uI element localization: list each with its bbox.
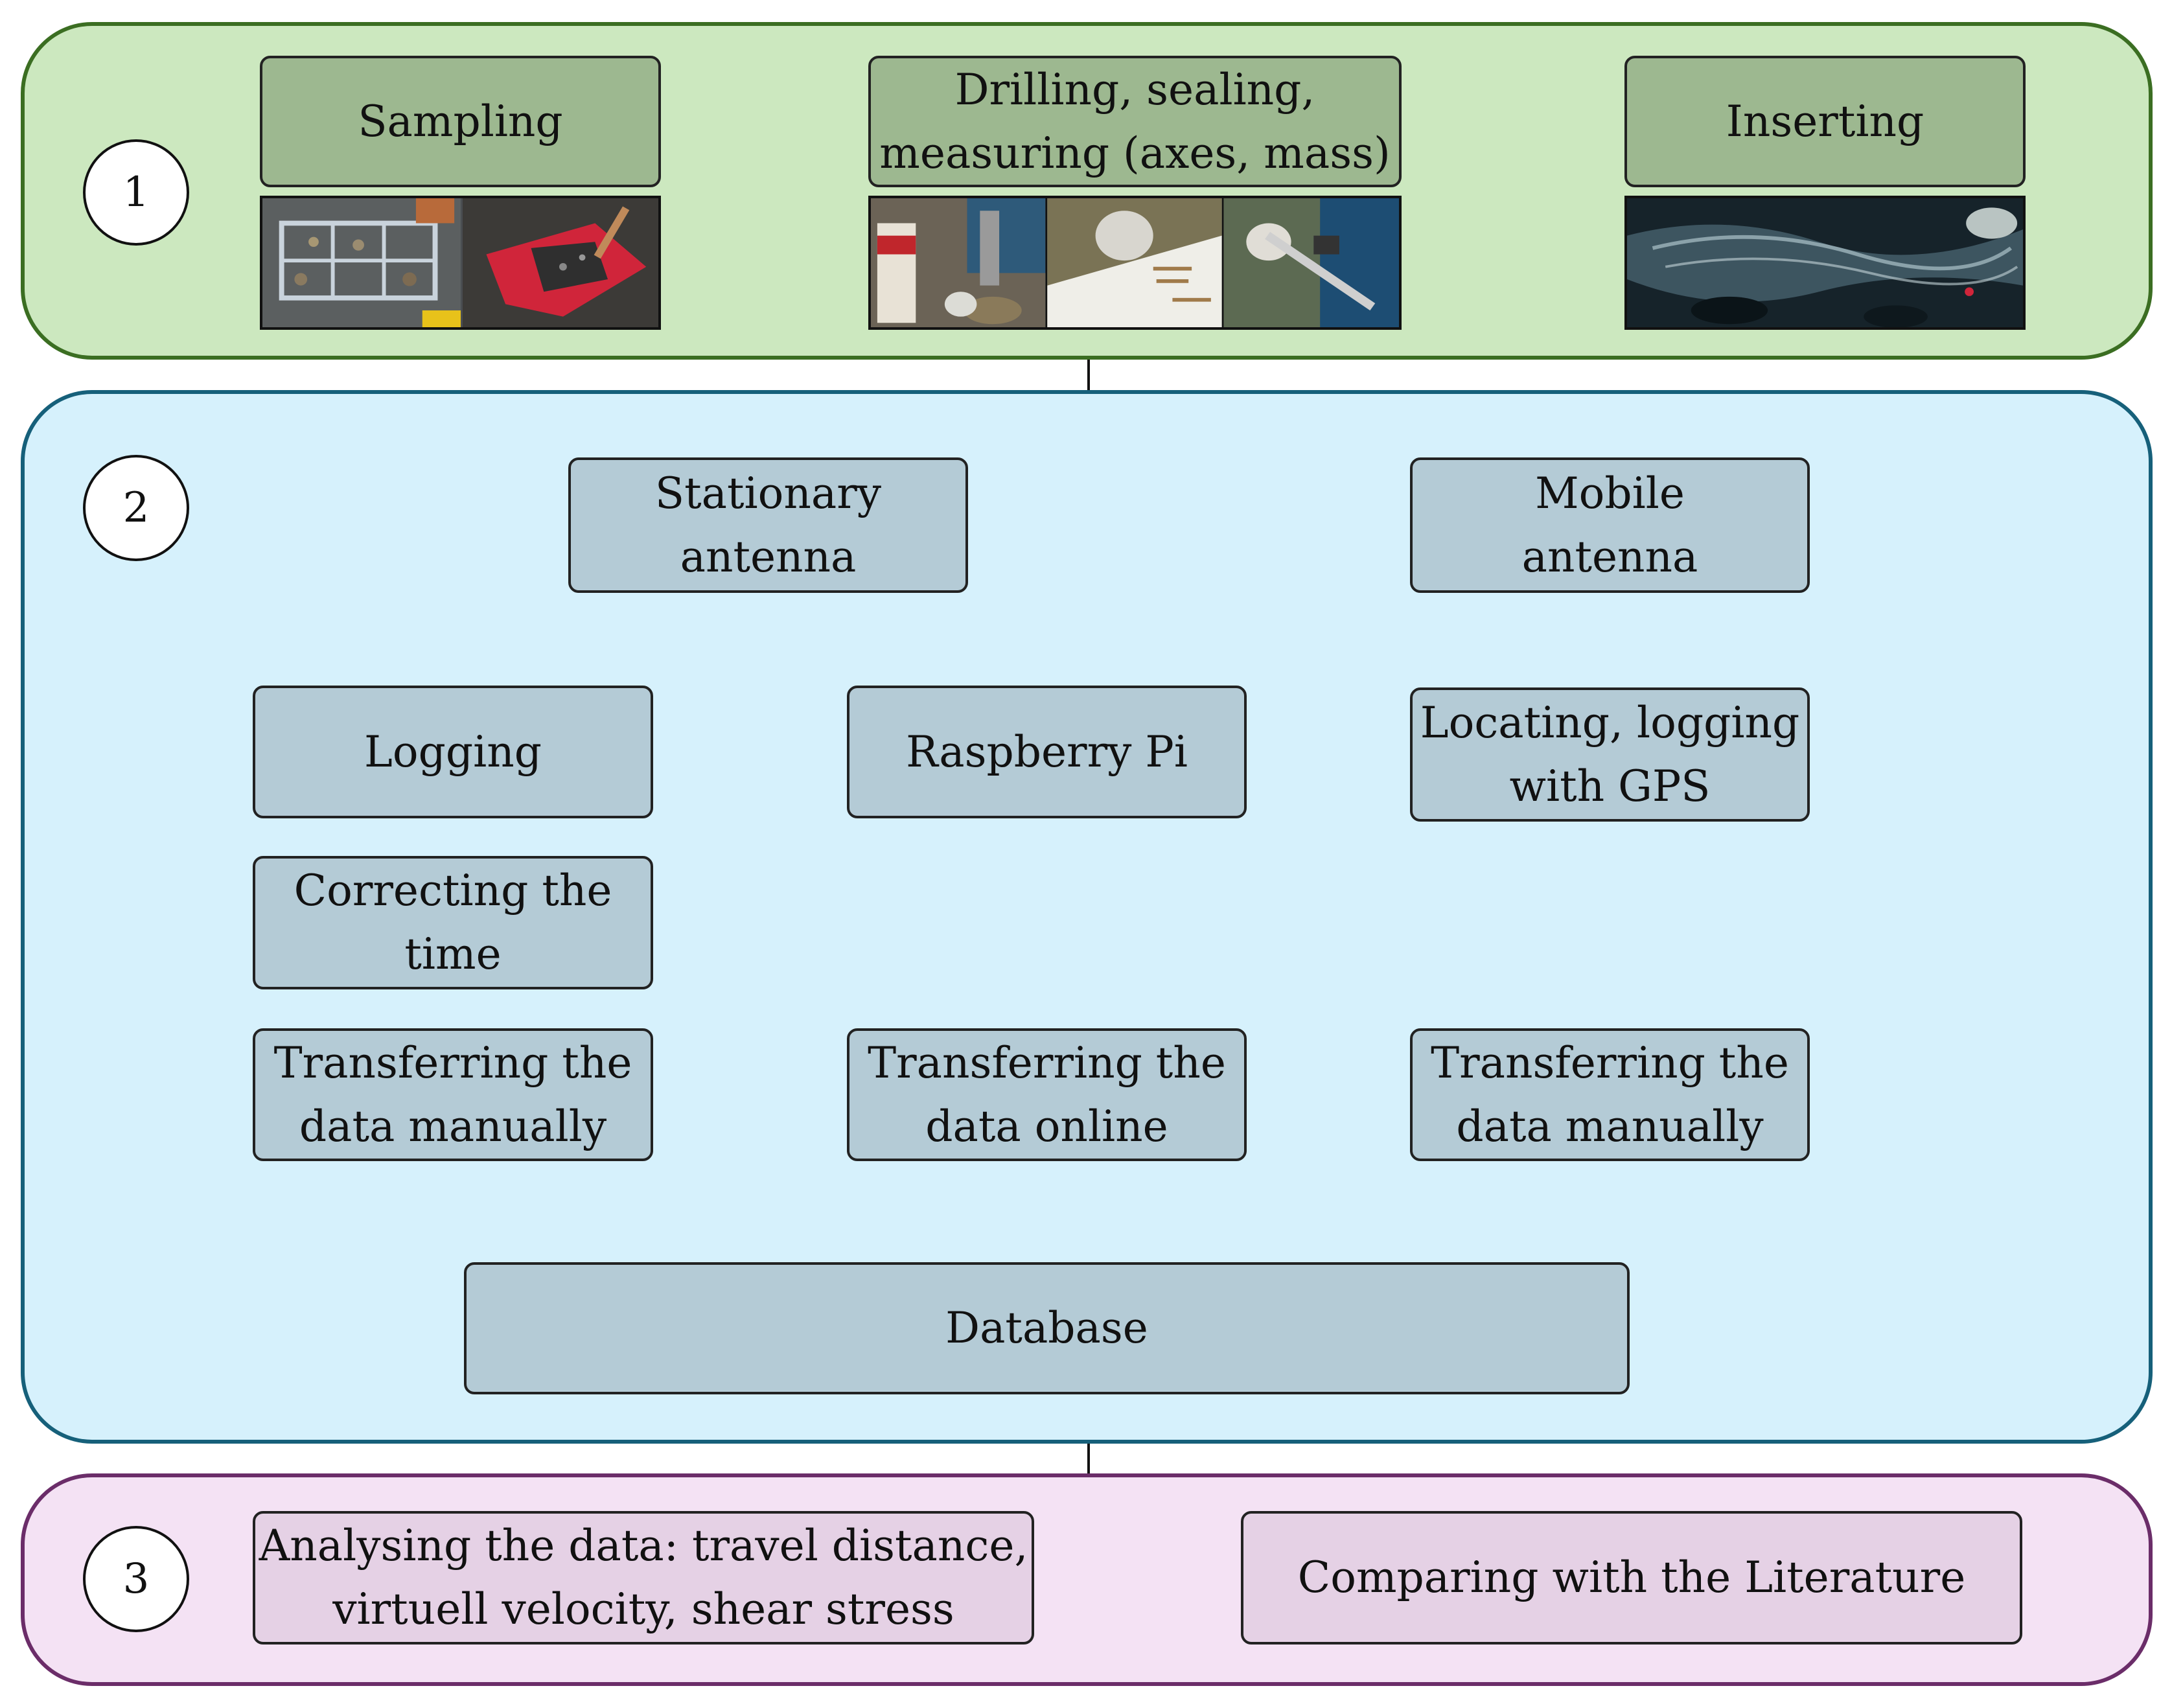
step-number-1: 1 xyxy=(83,139,189,246)
step-number-2: 2 xyxy=(83,455,189,561)
inserting-photos xyxy=(1624,196,2026,330)
caliper-measurement-photo xyxy=(1223,198,1399,327)
transfer-online-box: Transferring the data online xyxy=(847,1028,1247,1161)
analysing-data-box: Analysing the data: travel distance, vir… xyxy=(253,1511,1034,1645)
logging-box: Logging xyxy=(253,686,653,818)
transfer-manual-right-box: Transferring the data manually xyxy=(1410,1028,1810,1161)
river-stream-photo xyxy=(1627,198,2023,327)
sampling-grid-photo xyxy=(262,198,658,327)
sampling-photos xyxy=(260,196,661,330)
comparing-literature-box: Comparing with the Literature xyxy=(1241,1511,2022,1645)
stationary-antenna-box: Stationary antenna xyxy=(568,457,968,593)
tracer-stone-photo xyxy=(1047,198,1222,327)
sealant-tube-photo xyxy=(871,198,1046,327)
inserting-box: Inserting xyxy=(1624,56,2026,187)
transfer-manual-left-box: Transferring the data manually xyxy=(253,1028,653,1161)
drilling-photos xyxy=(868,196,1402,330)
sampling-box: Sampling xyxy=(260,56,661,187)
locating-gps-box: Locating, logging with GPS xyxy=(1410,687,1810,822)
raspberry-pi-box: Raspberry Pi xyxy=(847,686,1247,818)
correcting-time-box: Correcting the time xyxy=(253,856,653,989)
step-number-3: 3 xyxy=(83,1526,189,1632)
drilling-box: Drilling, sealing, measuring (axes, mass… xyxy=(868,56,1402,187)
database-box: Database xyxy=(464,1262,1630,1394)
mobile-antenna-box: Mobile antenna xyxy=(1410,457,1810,593)
